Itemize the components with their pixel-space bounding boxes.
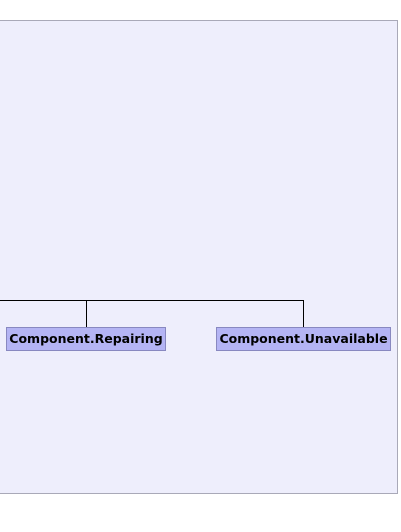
node-component-repairing[interactable]: Component.Repairing	[6, 327, 166, 351]
connector-drop-repairing	[86, 300, 87, 327]
connector-horizontal-bus	[0, 300, 304, 301]
connector-drop-unavailable	[303, 300, 304, 327]
diagram-canvas	[0, 20, 398, 494]
node-component-unavailable[interactable]: Component.Unavailable	[216, 327, 391, 351]
